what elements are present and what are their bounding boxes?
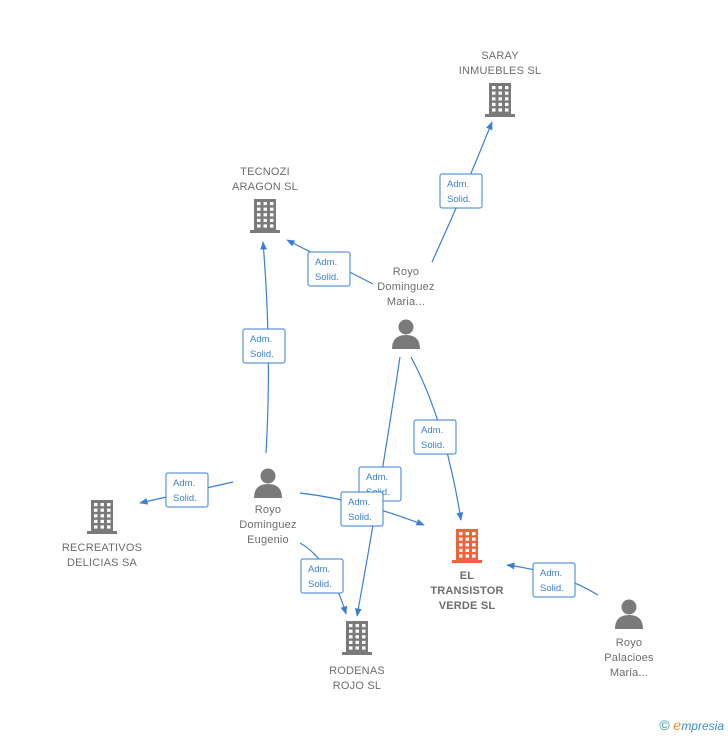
edge-label-adm-solid[interactable]: Adm. Solid. bbox=[413, 419, 457, 455]
edge-label-box bbox=[439, 173, 483, 209]
edge-label-adm-solid[interactable]: Adm. Solid. bbox=[165, 472, 209, 508]
node-label: Palacioes bbox=[604, 652, 654, 664]
edge-label-adm-solid[interactable]: Adm. Solid. bbox=[307, 251, 351, 287]
node-label: RODENAS bbox=[329, 665, 385, 677]
node-label: INMUEBLES SL bbox=[459, 65, 541, 77]
node-label: TRANSISTOR bbox=[430, 585, 503, 597]
edge-label-text: Solid. bbox=[447, 194, 471, 205]
person-icon bbox=[615, 599, 643, 629]
node-recreativos[interactable]: RECREATIVOS DELICIAS SA bbox=[62, 500, 142, 569]
node-tecnozi[interactable]: TECNOZI ARAGON SL bbox=[232, 166, 298, 233]
node-label: RECREATIVOS bbox=[62, 542, 142, 554]
node-label: VERDE SL bbox=[439, 600, 496, 612]
edge-label-box bbox=[340, 491, 384, 527]
edge-label-text: Solid. bbox=[540, 583, 564, 594]
edge-label-adm-solid[interactable]: Adm. Solid. bbox=[439, 173, 483, 209]
building-icon bbox=[452, 529, 482, 563]
node-rodenas[interactable]: RODENAS ROJO SL bbox=[329, 621, 385, 692]
edge-label-text: Solid. bbox=[250, 349, 274, 360]
node-royo-palacioes[interactable]: RoyoPalacioesMaria... bbox=[604, 599, 654, 680]
node-label: DELICIAS SA bbox=[67, 557, 138, 569]
brand-initial: e bbox=[673, 718, 682, 734]
node-royo-maria[interactable]: RoyoDominguezMaria... bbox=[377, 266, 435, 349]
building-icon bbox=[87, 500, 117, 534]
edge-label-box bbox=[532, 562, 576, 598]
edge-label-text: Solid. bbox=[348, 512, 372, 523]
edge-label-text: Solid. bbox=[308, 579, 332, 590]
edge-label-box bbox=[307, 251, 351, 287]
edges-layer bbox=[139, 121, 599, 617]
edge-label-text: Adm. bbox=[315, 257, 337, 268]
person-icon bbox=[254, 468, 282, 498]
building-icon bbox=[250, 199, 280, 233]
node-saray[interactable]: SARAY INMUEBLES SL bbox=[459, 50, 541, 117]
node-transistor[interactable]: EL TRANSISTOR VERDE SL bbox=[430, 529, 503, 612]
edge-label-box bbox=[300, 558, 344, 594]
node-label: ROJO SL bbox=[333, 680, 381, 692]
edge-label-text: Adm. bbox=[173, 478, 195, 489]
edge-label-text: Adm. bbox=[250, 334, 272, 345]
node-label: Dominguez bbox=[377, 281, 434, 293]
edge-label-adm-solid[interactable]: Adm. Solid. bbox=[340, 491, 384, 527]
edge-label-adm-solid[interactable]: Adm. Solid. bbox=[242, 328, 286, 364]
brand-name: mpresia bbox=[681, 719, 724, 733]
edge-labels-layer: Adm. Solid. Adm. Solid. Adm. Solid. Adm. Solid.… bbox=[165, 173, 576, 598]
node-label: Royo bbox=[393, 266, 419, 278]
edge-label-text: Adm. bbox=[421, 425, 443, 436]
edge-label-box bbox=[165, 472, 209, 508]
brand-footer[interactable]: © empresia bbox=[659, 717, 724, 734]
edge-label-text: Adm. bbox=[348, 497, 370, 508]
edge-label-text: Adm. bbox=[447, 179, 469, 190]
edge-label-adm-solid[interactable]: Adm. Solid. bbox=[532, 562, 576, 598]
edge-label-text: Solid. bbox=[173, 493, 197, 504]
edge-label-box bbox=[413, 419, 457, 455]
node-label: ARAGON SL bbox=[232, 181, 298, 193]
edge-label-adm-solid[interactable]: Adm. Solid. bbox=[300, 558, 344, 594]
node-label: Maria... bbox=[387, 296, 425, 308]
node-label: Eugenio bbox=[247, 534, 289, 546]
node-label: Dominguez bbox=[239, 519, 296, 531]
building-icon bbox=[485, 83, 515, 117]
node-label: TECNOZI bbox=[240, 166, 290, 178]
node-label: Royo bbox=[616, 637, 642, 649]
edge-label-text: Adm. bbox=[540, 568, 562, 579]
person-icon bbox=[392, 319, 420, 349]
copyright-icon: © bbox=[659, 717, 670, 733]
node-label: SARAY bbox=[481, 50, 519, 62]
node-label: EL bbox=[460, 570, 475, 582]
edge-label-text: Solid. bbox=[315, 272, 339, 283]
node-label: Maria... bbox=[610, 667, 648, 679]
edge-label-text: Solid. bbox=[421, 440, 445, 451]
edge-label-box bbox=[242, 328, 286, 364]
edge-label-text: Adm. bbox=[366, 472, 388, 483]
node-label: Royo bbox=[255, 504, 281, 516]
building-icon bbox=[342, 621, 372, 655]
edge-label-text: Adm. bbox=[308, 564, 330, 575]
